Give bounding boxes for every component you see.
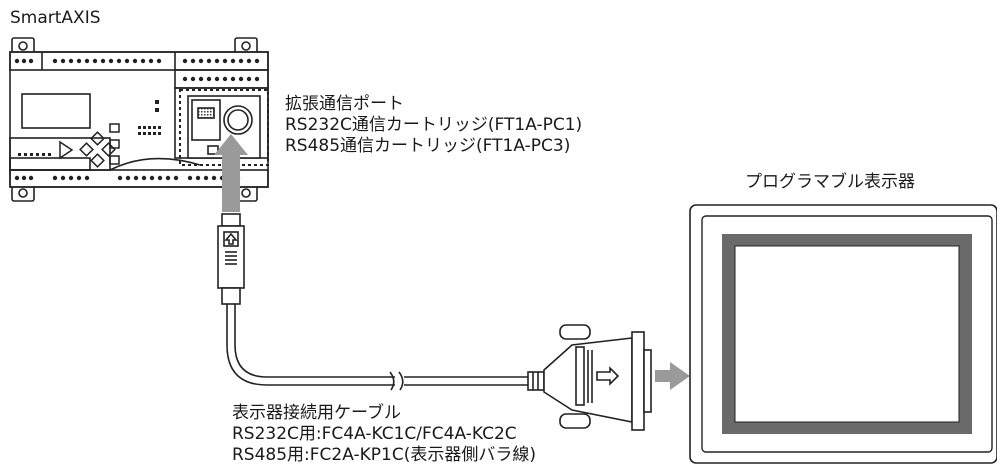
display-label: プログラマブル表示器 [745,172,915,192]
cable [226,304,545,391]
cable-line-2: RS485用:FC2A-KP1C(表示器側バラ線) [232,445,536,465]
port-title: 拡張通信ポート [285,94,404,114]
programmable-display [689,204,997,464]
expansion-port-label: 拡張通信ポート RS232C通信カートリッジ(FT1A-PC1) RS485通信… [285,94,582,157]
port-line-1: RS232C通信カートリッジ(FT1A-PC1) [285,115,583,135]
cable-title: 表示器接続用ケーブル [232,403,401,423]
mini-din-connector [217,213,245,305]
connect-arrow-up [214,134,248,212]
cartridge [187,95,261,159]
plc-label: SmartAXIS [10,8,101,28]
cable-line-1: RS232C用:FC4A-KC1C/FC4A-KC2C [232,424,517,444]
keypad-buttons [59,123,120,168]
port-line-2: RS485通信カートリッジ(FT1A-PC3) [285,136,571,156]
connect-arrow-right [655,362,690,390]
dsub-connector [543,324,652,431]
cable-label: 表示器接続用ケーブル RS232C用:FC4A-KC1C/FC4A-KC2C R… [232,403,536,466]
